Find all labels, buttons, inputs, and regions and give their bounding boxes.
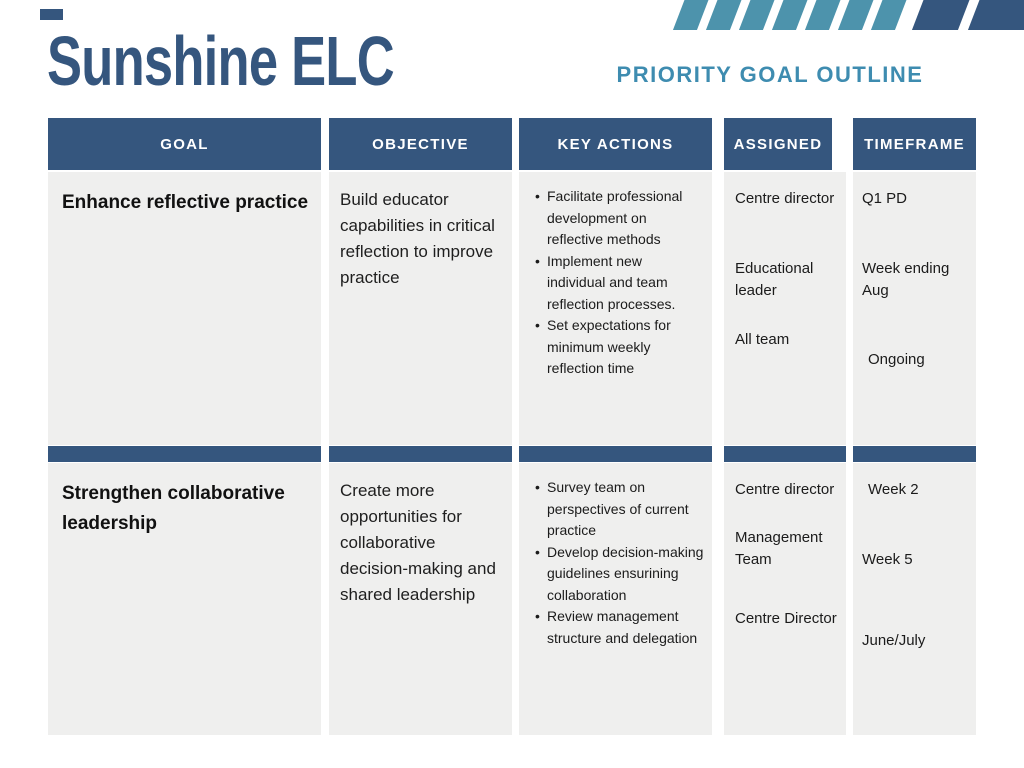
assigned-item: Centre Director (735, 610, 837, 627)
cell-goal-row1: Enhance reflective practice (48, 172, 321, 445)
row-separator (48, 446, 321, 462)
cell-timeframe-row2: Week 2 Week 5 June/July (853, 463, 976, 735)
key-actions-list-row2: Survey team on perspectives of current p… (535, 477, 704, 649)
row-separator (519, 446, 712, 462)
stripe-teal (870, 0, 908, 30)
stripe-teal (738, 0, 776, 30)
assigned-item: Centre director (735, 481, 835, 498)
column-goal: GOAL Enhance reflective practice Strengt… (48, 118, 321, 735)
key-action-item: Review management structure and delegati… (535, 606, 704, 649)
cell-timeframe-row1: Q1 PD Week ending Aug Ongoing (853, 172, 976, 445)
stripe-navy (967, 0, 1024, 30)
column-objective: OBJECTIVE Build educator capabilities in… (329, 118, 512, 735)
cell-objective-row2: Create more opportunities for collaborat… (329, 463, 512, 735)
stripe-teal (705, 0, 743, 30)
cell-goal-row2: Strengthen collaborative leadership (48, 463, 321, 735)
column-header-objective: OBJECTIVE (329, 118, 512, 170)
row-separator (853, 446, 976, 462)
assigned-item: All team (735, 331, 790, 348)
cell-key-actions-row2: Survey team on perspectives of current p… (519, 463, 712, 735)
assigned-item: Management Team (735, 529, 823, 568)
timeframe-item: Week 2 (868, 481, 919, 498)
timeframe-item: June/July (862, 632, 926, 649)
key-action-item: Set expectations for minimum weekly refl… (535, 315, 704, 380)
cell-objective-row1: Build educator capabilities in critical … (329, 172, 512, 445)
key-action-item: Implement new individual and team reflec… (535, 251, 704, 316)
column-header-assigned: ASSIGNED (724, 118, 832, 170)
column-key-actions: KEY ACTIONS Facilitate professional deve… (519, 118, 712, 735)
timeframe-item: Q1 PD (862, 190, 908, 207)
logo-accent-rect (40, 9, 63, 20)
corner-stripes-decoration (672, 0, 1024, 30)
stripe-teal (672, 0, 710, 30)
cell-assigned-row1: Centre director Educational leader All t… (724, 172, 846, 445)
cell-key-actions-row1: Facilitate professional development on r… (519, 172, 712, 445)
timeframe-item: Week 5 (862, 551, 913, 568)
key-action-item: Develop decision-making guidelines ensur… (535, 542, 704, 607)
column-timeframe: TIMEFRAME Q1 PD Week ending Aug Ongoing … (853, 118, 976, 735)
assigned-item: Educational leader (735, 260, 814, 299)
timeframe-item: Ongoing (868, 351, 925, 368)
row-separator (329, 446, 512, 462)
key-actions-list-row1: Facilitate professional development on r… (535, 186, 704, 380)
key-action-item: Facilitate professional development on r… (535, 186, 704, 251)
stripe-navy (911, 0, 971, 30)
row-separator (724, 446, 846, 462)
page-subtitle: PRIORITY GOAL OUTLINE (616, 62, 924, 87)
timeframe-item: Week ending Aug (862, 260, 950, 299)
assigned-item: Centre director (735, 190, 835, 207)
column-header-goal: GOAL (48, 118, 321, 170)
cell-assigned-row2: Centre director Management Team Centre D… (724, 463, 846, 735)
column-assigned: ASSIGNED Centre director Educational lea… (724, 118, 846, 735)
column-header-timeframe: TIMEFRAME (853, 118, 976, 170)
stripe-teal (804, 0, 842, 30)
stripe-teal (837, 0, 875, 30)
key-action-item: Survey team on perspectives of current p… (535, 477, 704, 542)
column-header-key-actions: KEY ACTIONS (519, 118, 712, 170)
page-title: Sunshine ELC (47, 22, 395, 100)
stripe-teal (771, 0, 809, 30)
